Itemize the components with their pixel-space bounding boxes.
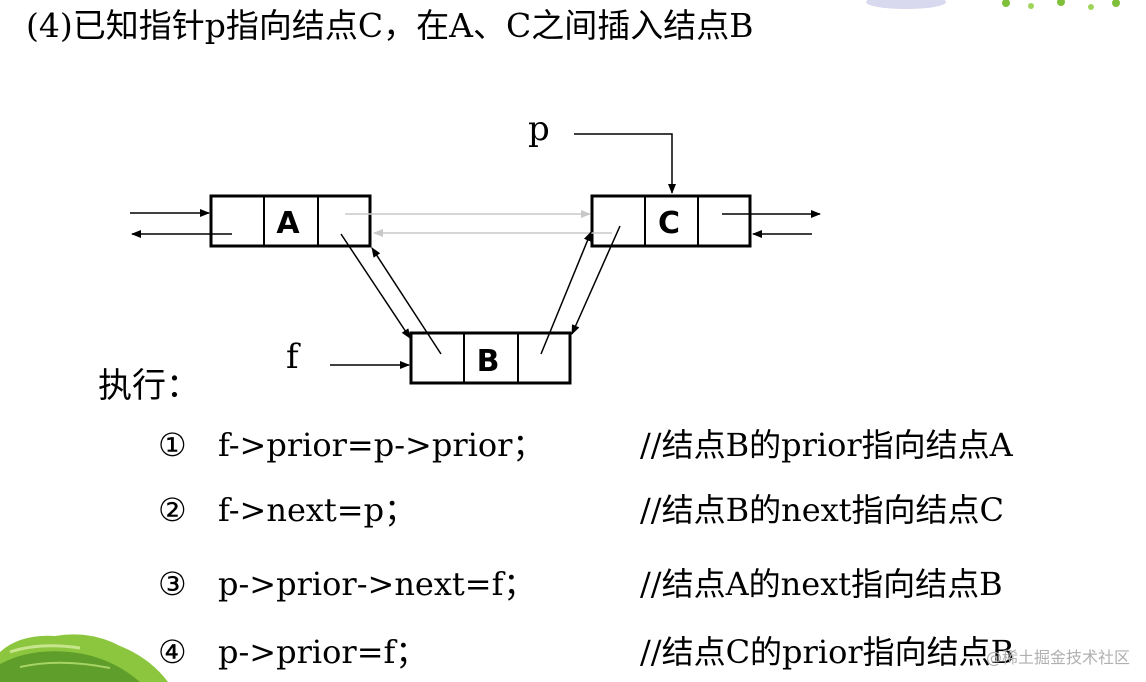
step-code: f->prior=p->prior；: [218, 426, 545, 464]
step-comment: //结点B的next指向结点C: [640, 491, 1005, 529]
top-decoration: [866, 0, 1120, 10]
link-b-prior-to-a: [371, 247, 442, 355]
node-b-label: B: [477, 344, 500, 379]
step-number: ④: [158, 633, 187, 671]
step-number: ①: [158, 426, 187, 464]
page-title: (4)已知指针p指向结点C，在A、C之间插入结点B: [26, 6, 754, 45]
step-code: f->next=p；: [218, 491, 417, 529]
step-comment: //结点B的prior指向结点A: [640, 426, 1013, 464]
node-c: C: [590, 194, 752, 248]
pointer-f-label: f: [286, 337, 301, 377]
execute-label: 执行：: [98, 366, 200, 406]
link-b-next-to-c: [540, 231, 592, 355]
step-comment: //结点A的next指向结点B: [640, 565, 1003, 603]
node-b: B: [409, 331, 572, 385]
step-number: ③: [158, 565, 187, 603]
step-comment: //结点C的prior指向结点B: [640, 633, 1015, 671]
leaf-decoration: [0, 634, 168, 682]
link-c-prior-to-b: [571, 225, 621, 335]
pointer-p-label: p: [528, 109, 550, 149]
step-code: p->prior->next=f；: [218, 565, 536, 603]
linked-list-diagram: A C B p f: [130, 109, 821, 385]
watermark: @稀土掘金技术社区: [985, 648, 1130, 667]
node-c-label: C: [658, 206, 680, 241]
node-a: A: [209, 194, 372, 248]
node-a-label: A: [276, 206, 300, 241]
pointer-p-arrow: [574, 133, 676, 194]
step-number: ②: [158, 491, 187, 529]
link-a-next-to-b: [340, 233, 411, 339]
step-code: p->prior=f；: [218, 633, 428, 671]
